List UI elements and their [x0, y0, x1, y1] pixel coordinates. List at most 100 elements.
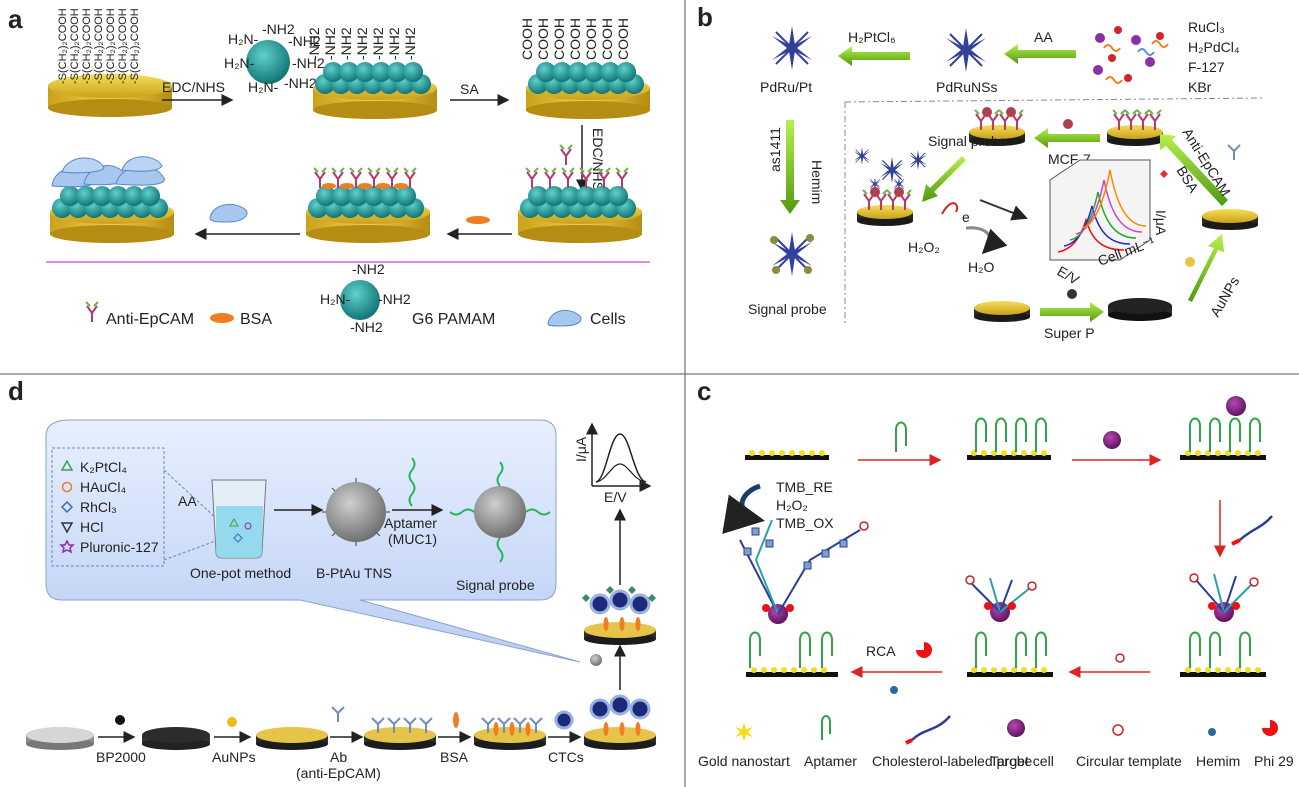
- aptamer-icon: [895, 421, 907, 452]
- cell-captured-electrode: [50, 156, 174, 243]
- panel-d: K₂PtCl₄ HAuCl₄ RhCl₃ HCl Pluronic-127 AA…: [26, 419, 656, 781]
- green-arrow-vertical-b: [780, 120, 800, 214]
- svg-text:-S(CH₂)₂COOH: -S(CH₂)₂COOH: [93, 8, 105, 84]
- callout-bubble: [45, 419, 581, 663]
- legend-c-cholesterol: Cholesterol-labeled probe: [872, 753, 1033, 769]
- electrode-anti-epcam: [1107, 109, 1163, 146]
- aa-label-d: AA: [178, 493, 197, 509]
- d-electrode-bare: [26, 727, 94, 750]
- legend-bsa: BSA: [240, 311, 272, 328]
- legend-c-phi29: Phi 29: [1254, 753, 1294, 769]
- reagent-mixture-icon: [1093, 26, 1169, 84]
- panel-b: PdRu/Pt H₂PtCl₆ PdRuNSs AA RuCl₃ H₂PdCl₄…: [748, 19, 1263, 341]
- svg-text:-NH2: -NH2: [354, 27, 370, 60]
- signal-probe-label-b: Signal probe: [748, 301, 827, 317]
- d-electrode-ab: [364, 717, 436, 750]
- aa-label-b: AA: [1034, 29, 1053, 45]
- svg-text:-NH2: -NH2: [306, 27, 322, 60]
- legend-c-target-cell: Target cell: [990, 753, 1054, 769]
- cooh-electrode: COOH COOH COOH COOH COOH COOH COOH: [519, 18, 650, 119]
- svg-text:-NH2: -NH2: [350, 319, 383, 335]
- svg-text:COOH: COOH: [583, 18, 599, 60]
- panel-a: -S(CH₂)₂COOH -S(CH₂)₂COOH -S(CH₂)₂COOH -…: [46, 8, 650, 335]
- legend-c-hemim: Hemim: [1196, 753, 1240, 769]
- svg-text:-S(CH₂)₂COOH: -S(CH₂)₂COOH: [69, 8, 81, 84]
- svg-text:I/μA: I/μA: [573, 436, 589, 462]
- svg-text:H₂N-: H₂N-: [228, 31, 259, 47]
- svg-text:-S(CH₂)₂COOH: -S(CH₂)₂COOH: [129, 8, 141, 84]
- svg-text:-S(CH₂)₂COOH: -S(CH₂)₂COOH: [57, 8, 69, 84]
- d-electrode-aunps: [256, 727, 328, 750]
- pdru-pt-star: [771, 25, 813, 71]
- electrode-cells-captured: [969, 107, 1025, 146]
- d-electrode-bp2000: [142, 727, 210, 750]
- one-pot-label: One-pot method: [190, 565, 291, 581]
- svg-text:-NH2: -NH2: [378, 291, 411, 307]
- legend-c-circular-template: Circular template: [1076, 753, 1182, 769]
- muc1-label: (MUC1): [388, 531, 437, 547]
- signal-probe-small-label: Signal probe: [928, 133, 1007, 149]
- legend-anti-epcam: Anti-EpCAM: [106, 311, 194, 328]
- c-electrode-1: [745, 450, 829, 460]
- svg-text:HAuCl₄: HAuCl₄: [80, 479, 126, 495]
- signal-probe-label-d: Signal probe: [456, 577, 535, 593]
- svg-text:Pluronic-127: Pluronic-127: [80, 539, 159, 555]
- legend-cells: Cells: [590, 311, 626, 328]
- cell-icon-arrow: [209, 203, 248, 223]
- ctc-icon: [554, 710, 574, 730]
- svg-text:-NH2: -NH2: [322, 27, 338, 60]
- step-ab: Ab: [330, 749, 347, 765]
- pdru-pt-label: PdRu/Pt: [760, 79, 812, 95]
- bsa-electrode: [306, 167, 430, 243]
- svg-text:-NH2: -NH2: [338, 27, 354, 60]
- svg-text:COOH: COOH: [535, 18, 551, 60]
- d-electrode-probe: [582, 586, 656, 645]
- reagent-kbr: KBr: [1188, 79, 1212, 95]
- svg-text:H₂N-: H₂N-: [320, 291, 351, 307]
- c-electrode-5: [965, 575, 1053, 677]
- aunps-label-b: AuNPs: [1207, 274, 1243, 320]
- edc-nhs-label: EDC/NHS: [162, 79, 225, 95]
- legend-c-aptamer: Aptamer: [804, 753, 857, 769]
- d-electrode-ctcs: [584, 694, 656, 750]
- thiol-chains: -S(CH₂)₂COOH -S(CH₂)₂COOH -S(CH₂)₂COOH -…: [57, 8, 141, 84]
- svg-text:-S(CH₂)₂COOH: -S(CH₂)₂COOH: [105, 8, 117, 84]
- panel-letter-b: b: [697, 2, 713, 32]
- tmb-re-label: TMB_RE: [776, 479, 833, 495]
- svg-text:-NH2: -NH2: [402, 27, 418, 60]
- svg-text:-NH2: -NH2: [386, 27, 402, 60]
- h2ptcl6-label: H₂PtCl₆: [848, 29, 896, 45]
- pdrunss-label: PdRuNSs: [936, 79, 997, 95]
- step-ctcs: CTCs: [548, 749, 584, 765]
- c-electrode-2: [967, 417, 1051, 460]
- beaker: [211, 479, 267, 559]
- electrode-aunps: [1202, 209, 1258, 230]
- electrode-signal-probe: [857, 177, 913, 226]
- h2o2-label-b: H₂O₂: [908, 239, 940, 255]
- h2o-label: H₂O: [968, 259, 995, 275]
- svg-text:-S(CH₂)₂COOH: -S(CH₂)₂COOH: [117, 8, 129, 84]
- aptamer-label-d: Aptamer: [384, 515, 437, 531]
- hemim-label: Hemim: [809, 160, 825, 204]
- green-arrow-aa: [1004, 44, 1076, 64]
- svg-text:-NH2: -NH2: [370, 27, 386, 60]
- bptau-tns: [322, 478, 390, 546]
- svg-text:E/V: E/V: [1055, 263, 1083, 288]
- step-aunps: AuNPs: [212, 749, 256, 765]
- svg-text:-NH2: -NH2: [262, 21, 295, 37]
- c-electrode-6: [733, 515, 869, 677]
- step-anti-epcam: (anti-EpCAM): [296, 765, 381, 781]
- super-p-label: Super P: [1044, 325, 1095, 341]
- legend-c-aptamer-icon: [821, 715, 831, 740]
- step-bsa: BSA: [440, 749, 469, 765]
- step-bp2000: BP2000: [96, 749, 146, 765]
- h2o2-label-c: H₂O₂: [776, 497, 808, 513]
- reagent-h2pdcl4: H₂PdCl₄: [1188, 39, 1240, 55]
- electrode-bare-b: [974, 301, 1030, 322]
- svg-text:K₂PtCl₄: K₂PtCl₄: [80, 459, 127, 475]
- rca-label: RCA: [866, 643, 896, 659]
- svg-text:-NH2: -NH2: [352, 261, 385, 277]
- panel-letter-d: d: [8, 376, 24, 406]
- reagent-legend-d: K₂PtCl₄ HAuCl₄ RhCl₃ HCl Pluronic-127: [59, 459, 159, 555]
- svg-text:-NH2: -NH2: [292, 55, 325, 71]
